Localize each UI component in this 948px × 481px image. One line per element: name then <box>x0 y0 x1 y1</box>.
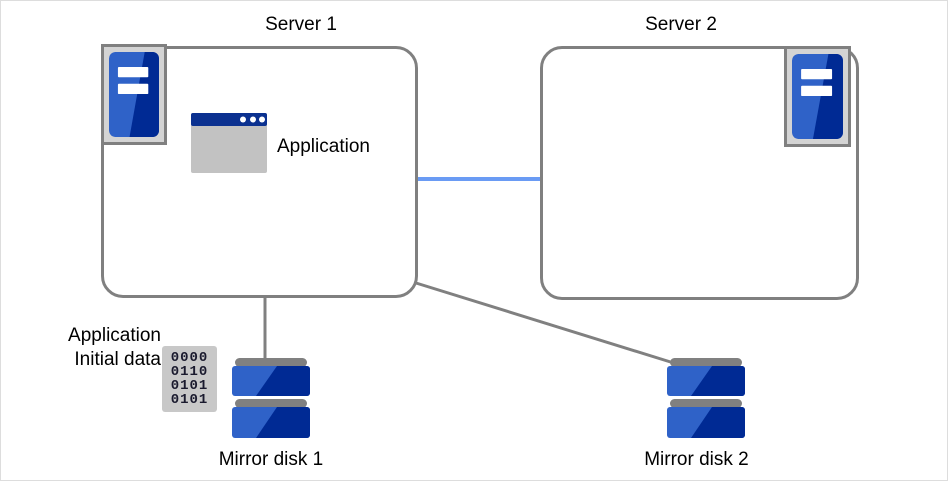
binary-row: 0110 <box>170 364 209 380</box>
server-1-title: Server 1 <box>265 14 337 35</box>
server-icon <box>101 44 167 145</box>
application-window-icon <box>191 113 267 173</box>
binary-data-icon: 0000 0110 0101 0101 <box>162 346 217 412</box>
server1-to-disk2-line <box>415 281 678 366</box>
mirror-disk-1-label: Mirror disk 1 <box>218 449 324 470</box>
mirror-disk-icon <box>664 356 748 441</box>
application-label: Application <box>277 136 370 157</box>
application-initial-data-label: Application Initial data <box>68 325 161 370</box>
server-2-title: Server 2 <box>645 14 717 35</box>
binary-row: 0000 <box>170 350 209 366</box>
binary-row: 0101 <box>170 378 209 394</box>
mirror-disk-2-label: Mirror disk 2 <box>644 449 749 470</box>
mirror-disk-icon <box>229 356 313 441</box>
server-icon <box>784 46 851 147</box>
binary-row: 0101 <box>170 392 209 408</box>
